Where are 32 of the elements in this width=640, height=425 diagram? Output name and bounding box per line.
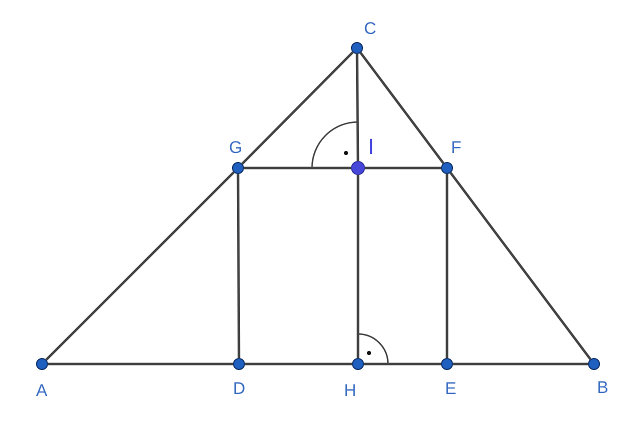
line-segment	[45, 171, 235, 361]
point-label: A	[36, 382, 48, 400]
point-dot	[351, 161, 365, 175]
line-segment	[453, 362, 588, 366]
point-dot	[352, 358, 364, 370]
line-segment	[364, 362, 441, 366]
point-label: H	[344, 382, 356, 400]
point-dot	[233, 358, 245, 370]
line-segment	[245, 362, 352, 366]
line-segment	[360, 52, 444, 164]
point-dot	[441, 162, 453, 174]
line-segment	[450, 172, 592, 360]
line-segment	[48, 362, 233, 366]
line-segment	[356, 175, 360, 358]
point-label: D	[233, 380, 246, 398]
point-label: C	[364, 20, 376, 38]
line-segment	[446, 174, 448, 358]
point-label: F	[451, 139, 462, 157]
line-segment	[236, 174, 240, 358]
point-label: B	[597, 379, 608, 397]
point-label: I	[368, 135, 374, 159]
point-dot	[588, 358, 600, 370]
point-dot	[232, 162, 244, 174]
point-dot	[351, 42, 363, 54]
point-dot	[441, 358, 453, 370]
point-label: G	[229, 139, 242, 157]
line-segment	[365, 166, 441, 170]
point-dot	[36, 358, 48, 370]
point-label: E	[445, 380, 456, 398]
line-segment	[241, 51, 354, 165]
line-segment	[244, 166, 351, 170]
line-segment	[356, 54, 360, 161]
